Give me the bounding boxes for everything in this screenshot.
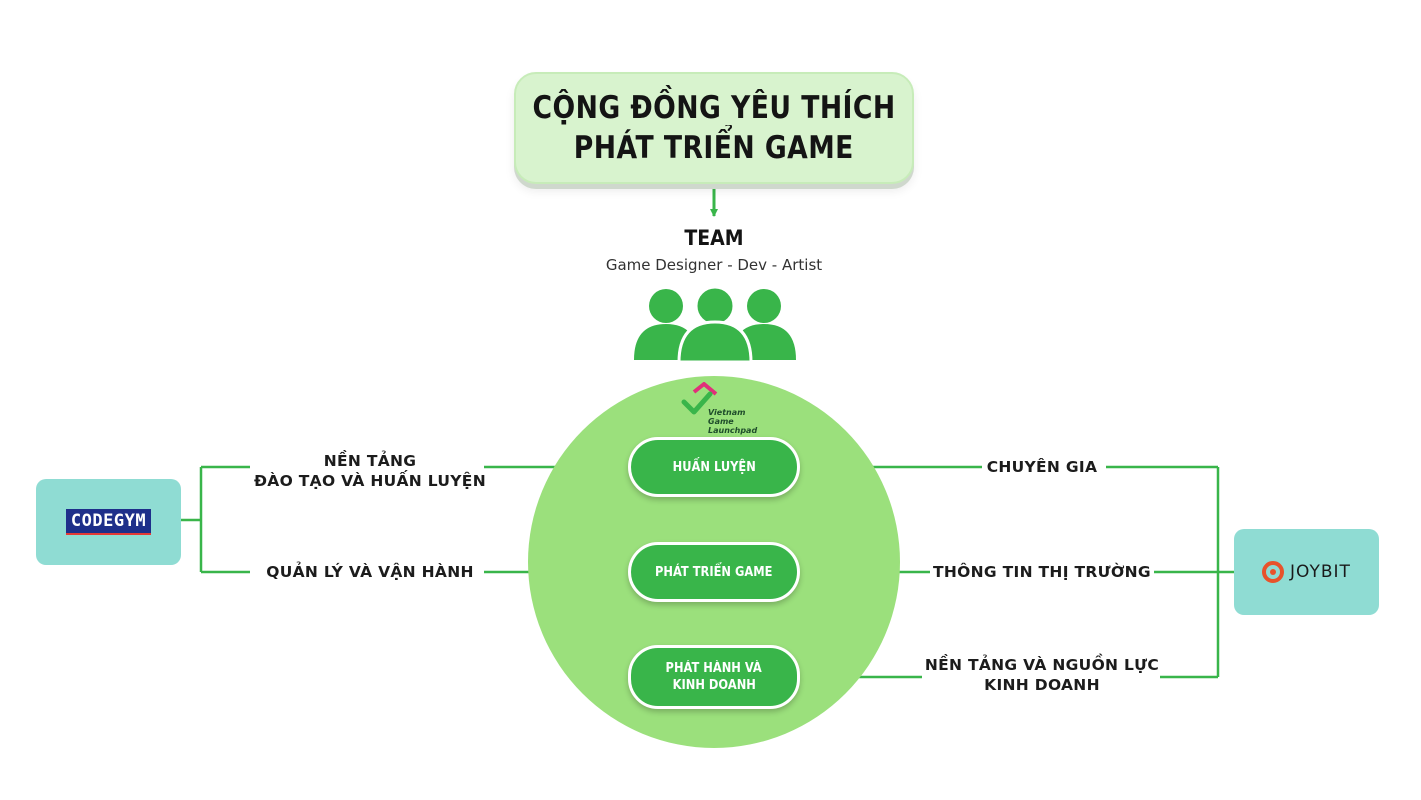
joybit-name: JOYBIT (1290, 562, 1351, 582)
contribution-line-1: CHUYÊN GIA (986, 458, 1098, 476)
header-line-1: CỘNG ĐỒNG YÊU THÍCH (532, 90, 896, 126)
joybit-logo: JOYBIT (1262, 561, 1351, 583)
codegym-partner-box: CODEGYM (36, 479, 181, 565)
header-line-2: PHÁT TRIỂN GAME (573, 130, 855, 166)
stage-publishing-business: PHÁT HÀNH VÀ KINH DOANH (628, 645, 800, 709)
contribution-line-2: KINH DOANH (984, 676, 1100, 694)
joybit-logo-icon (1262, 561, 1285, 583)
codegym-contribution-management: QUẢN LÝ VÀ VẬN HÀNH (230, 562, 510, 582)
stage-label: PHÁT TRIỂN GAME (655, 564, 773, 580)
vietnam-game-launchpad-logo-icon (681, 382, 718, 415)
stage-label-line-1: PHÁT HÀNH VÀ (665, 661, 763, 676)
contribution-line-1: QUẢN LÝ VÀ VẬN HÀNH (266, 563, 474, 581)
community-header-box: CỘNG ĐỒNG YÊU THÍCH PHÁT TRIỂN GAME (514, 72, 914, 184)
contribution-line-1: NỀN TẢNG (323, 452, 417, 470)
stage-game-development: PHÁT TRIỂN GAME (628, 542, 800, 602)
team-roles: Game Designer - Dev - Artist (605, 256, 823, 274)
stage-training: HUẤN LUYỆN (628, 437, 800, 497)
team-title: TEAM (684, 226, 744, 250)
contribution-line-1: NỀN TẢNG VÀ NGUỒN LỰC (924, 656, 1160, 674)
stage-label-line-2: KINH DOANH (672, 678, 756, 693)
launchpad-logo-line-2: Game Launchpad (708, 417, 758, 435)
joybit-contribution-expert: CHUYÊN GIA (912, 457, 1172, 477)
codegym-contribution-training: NỀN TẢNG ĐÀO TẠO VÀ HUẤN LUYỆN (230, 451, 510, 491)
launchpad-logo-line-1: Vietnam (708, 408, 746, 417)
contribution-line-1: THÔNG TIN THỊ TRƯỜNG (933, 563, 1151, 581)
joybit-contribution-business-resources: NỀN TẢNG VÀ NGUỒN LỰC KINH DOANH (912, 655, 1172, 695)
stage-label: HUẤN LUYỆN (672, 459, 756, 475)
launchpad-logo-text: Vietnam Game Launchpad (708, 408, 768, 435)
contribution-line-2: ĐÀO TẠO VÀ HUẤN LUYỆN (254, 472, 486, 490)
joybit-partner-box: JOYBIT (1234, 529, 1379, 615)
joybit-bracket (1106, 465, 1234, 679)
codegym-logo: CODEGYM (65, 509, 152, 535)
joybit-contribution-market-info: THÔNG TIN THỊ TRƯỜNG (912, 562, 1172, 582)
people-group-icon (634, 286, 796, 362)
codegym-bracket (180, 465, 250, 574)
